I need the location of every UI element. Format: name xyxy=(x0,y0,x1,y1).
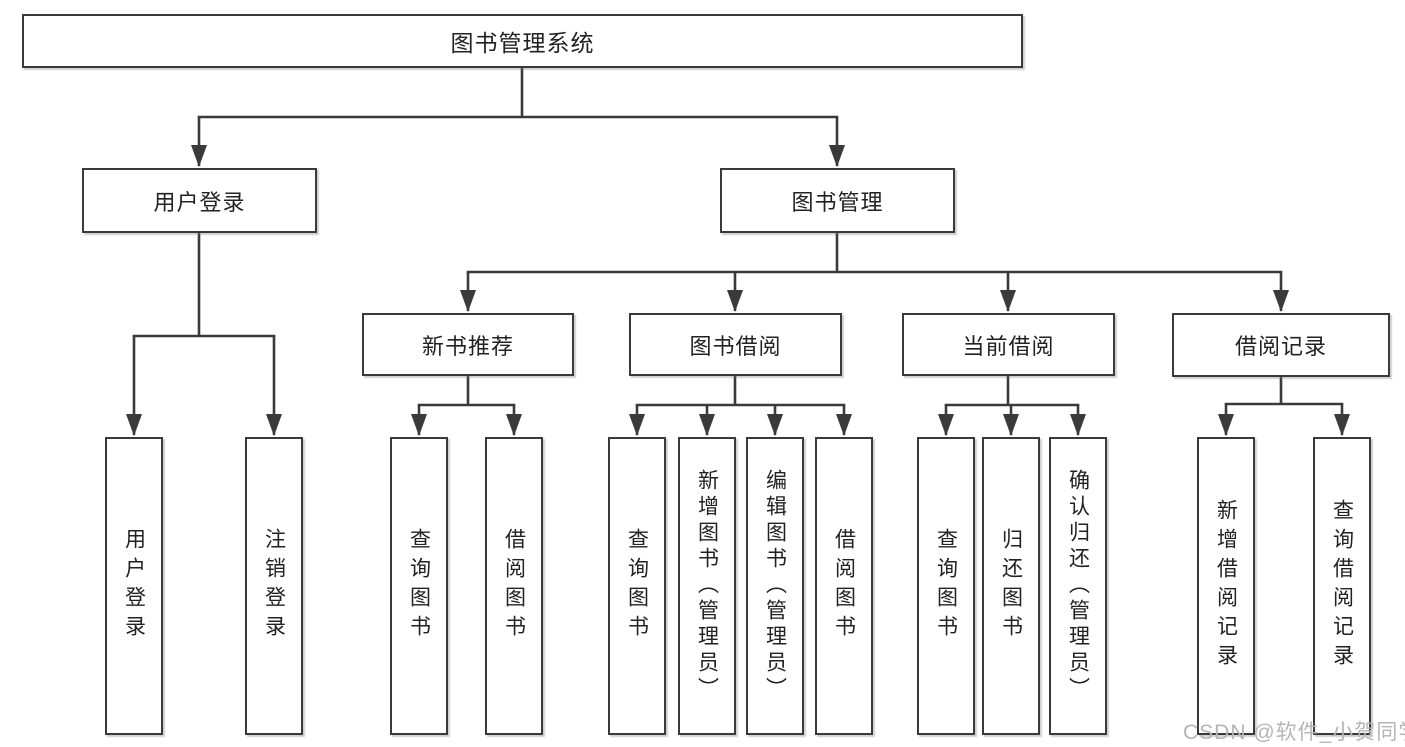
leaf-query-books-current-label: 查询图书 xyxy=(934,528,958,644)
connector-book-management-to-level3 xyxy=(460,233,1289,312)
connector-new-book-recommend-to-leaves xyxy=(411,376,522,436)
leaf-query-books-recommend: 查询图书 xyxy=(390,437,448,735)
leaf-borrow-books: 借阅图书 xyxy=(815,437,873,735)
node-book-borrow-label: 图书借阅 xyxy=(689,333,782,359)
leaf-query-books-borrow: 查询图书 xyxy=(608,437,666,735)
node-book-management-label: 图书管理 xyxy=(791,189,884,215)
leaf-borrow-books-recommend: 借阅图书 xyxy=(485,437,543,735)
leaf-edit-book-admin: 编辑图书（管理员） xyxy=(746,437,804,735)
node-borrow-records-label: 借阅记录 xyxy=(1234,334,1327,359)
leaf-borrow-books-recommend-label: 借阅图书 xyxy=(502,528,526,644)
leaf-edit-book-admin-label: 编辑图书（管理员） xyxy=(763,469,787,703)
leaf-return-book-label: 归还图书 xyxy=(999,528,1023,644)
leaf-query-books-recommend-label: 查询图书 xyxy=(407,528,431,644)
node-root: 图书管理系统 xyxy=(22,14,1023,68)
leaf-query-borrow-record: 查询借阅记录 xyxy=(1313,437,1371,735)
leaf-add-borrow-record: 新增借阅记录 xyxy=(1197,437,1255,735)
leaf-confirm-return-admin: 确认归还（管理员） xyxy=(1049,437,1107,735)
node-book-borrow: 图书借阅 xyxy=(629,313,842,376)
node-root-label: 图书管理系统 xyxy=(450,30,595,56)
node-new-book-recommend: 新书推荐 xyxy=(362,313,574,376)
node-current-borrow: 当前借阅 xyxy=(902,313,1115,376)
connector-book-borrow-to-leaves xyxy=(629,376,852,436)
connector-root-to-level2 xyxy=(191,68,845,167)
connector-borrow-records-to-leaves xyxy=(1218,377,1350,436)
connector-current-borrow-to-leaves xyxy=(938,376,1086,436)
leaf-logout: 注销登录 xyxy=(245,437,303,735)
node-user-login-group-label: 用户登录 xyxy=(153,189,246,215)
leaf-confirm-return-admin-label: 确认归还（管理员） xyxy=(1066,469,1090,703)
leaf-user-login: 用户登录 xyxy=(105,437,163,735)
leaf-logout-label: 注销登录 xyxy=(262,528,286,644)
leaf-user-login-label: 用户登录 xyxy=(122,528,146,644)
leaf-return-book: 归还图书 xyxy=(982,437,1040,735)
node-user-login-group: 用户登录 xyxy=(82,168,317,233)
leaf-add-book-admin: 新增图书（管理员） xyxy=(678,437,736,735)
leaf-add-book-admin-label: 新增图书（管理员） xyxy=(695,469,719,703)
connector-user-login-to-leaves xyxy=(126,233,282,436)
leaf-add-borrow-record-label: 新增借阅记录 xyxy=(1214,499,1238,673)
leaf-query-books-borrow-label: 查询图书 xyxy=(625,528,649,644)
node-book-management: 图书管理 xyxy=(720,168,955,233)
leaf-borrow-books-label: 借阅图书 xyxy=(832,528,856,644)
csdn-watermark: CSDN @软件_小贺同学 xyxy=(1183,721,1405,744)
node-borrow-records: 借阅记录 xyxy=(1172,313,1390,377)
node-current-borrow-label: 当前借阅 xyxy=(962,333,1055,359)
leaf-query-books-current: 查询图书 xyxy=(917,437,975,735)
node-new-book-recommend-label: 新书推荐 xyxy=(421,333,514,359)
leaf-query-borrow-record-label: 查询借阅记录 xyxy=(1330,499,1354,673)
